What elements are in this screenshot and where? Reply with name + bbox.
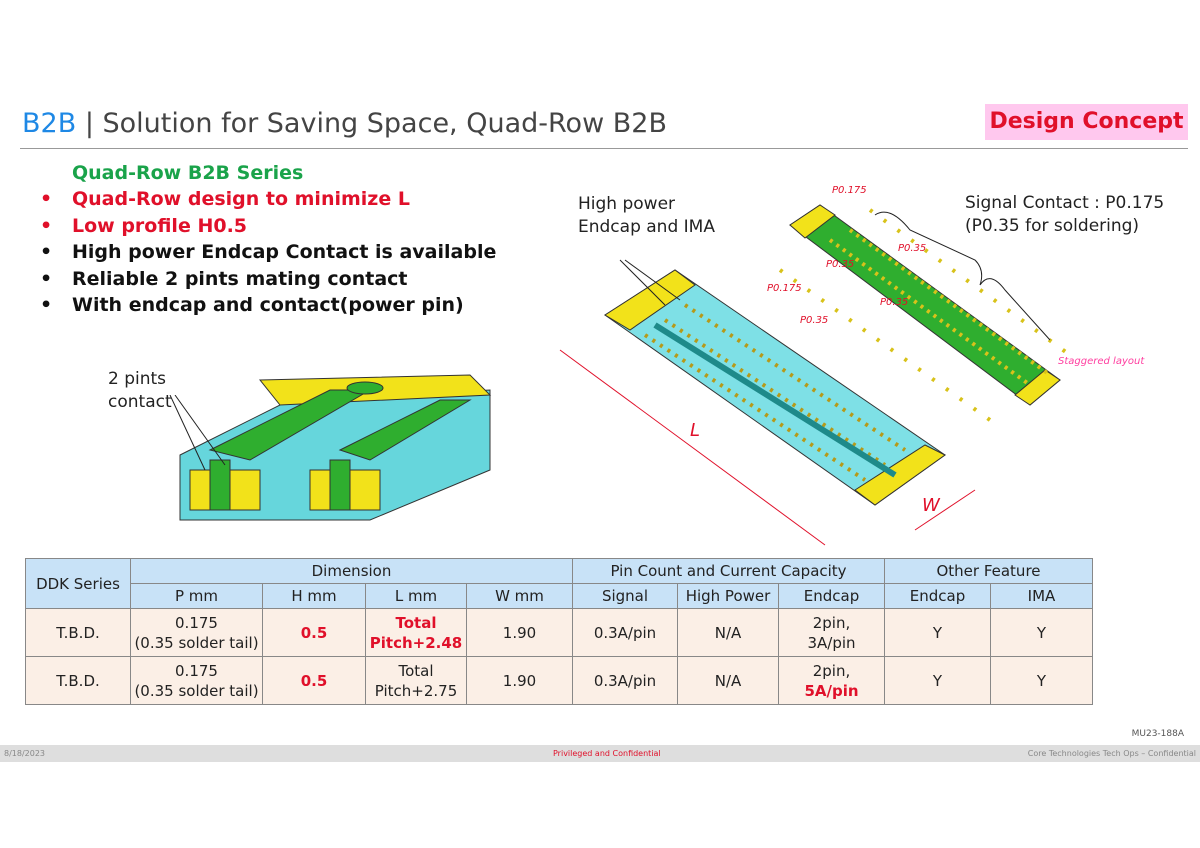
- cell-line: Pitch+2.75: [374, 681, 458, 700]
- footer-confidential: Privileged and Confidential: [553, 749, 661, 758]
- cell-line: 0.175: [175, 613, 218, 632]
- bullet: Quad-Row design to minimize L: [40, 186, 496, 213]
- pitch-label: P0.35: [800, 315, 829, 326]
- cell-line: 2pin,: [812, 613, 851, 632]
- col-header: High Power: [677, 583, 779, 609]
- cell-line: (0.35 solder tail): [134, 681, 259, 700]
- col-header: L mm: [365, 583, 467, 609]
- cell-signal: 0.3A/pin: [572, 608, 678, 657]
- cell-line: Total: [398, 661, 434, 680]
- pitch-label: P0.35: [826, 259, 855, 270]
- cell-line: 2pin,: [812, 661, 851, 680]
- col-header: H mm: [262, 583, 366, 609]
- cell-endcap-current: 2pin,5A/pin: [778, 656, 885, 705]
- cell-line: 5A/pin: [804, 681, 859, 700]
- page-title: B2B | Solution for Saving Space, Quad-Ro…: [22, 108, 667, 139]
- cell-ima: Y: [990, 608, 1093, 657]
- contact-label-line: 2 pints: [108, 369, 167, 389]
- staggered-layout-label: Staggered layout: [1058, 356, 1145, 367]
- title-separator: |: [76, 108, 103, 139]
- endcap-label-line: Endcap and IMA: [578, 217, 715, 237]
- signal-label-line: (P0.35 for soldering): [965, 216, 1140, 236]
- cell-w: 1.90: [466, 656, 573, 705]
- table-row: T.B.D. 0.175(0.35 solder tail) 0.5 Total…: [25, 656, 1093, 705]
- series-heading: Quad-Row B2B Series: [72, 162, 304, 184]
- spec-table: DDK Series Dimension Pin Count and Curre…: [25, 558, 1093, 705]
- cell-ima: Y: [990, 656, 1093, 705]
- contact-label-line: contact: [108, 392, 172, 412]
- cell-line: (0.35 solder tail): [134, 633, 259, 652]
- width-dimension-label: W: [922, 495, 940, 516]
- cell-series: T.B.D.: [25, 656, 131, 705]
- signal-label-line: Signal Contact : P0.175: [965, 193, 1165, 213]
- cell-line: 0.175: [175, 661, 218, 680]
- title-prefix: B2B: [22, 108, 77, 139]
- footer-company: Core Technologies Tech Ops – Confidentia…: [1027, 749, 1196, 758]
- col-header: IMA: [990, 583, 1093, 609]
- header-series: DDK Series: [25, 558, 131, 609]
- cell-endcap: Y: [884, 656, 991, 705]
- length-dimension-label: L: [690, 420, 701, 441]
- footer: 8/18/2023 Privileged and Confidential Co…: [0, 745, 1200, 762]
- cell-w: 1.90: [466, 608, 573, 657]
- callout-lines: [169, 395, 226, 471]
- col-header: W mm: [466, 583, 573, 609]
- contact-label: 2 pints contact: [108, 368, 172, 414]
- pitch-label: P0.35: [880, 297, 909, 308]
- cell-series: T.B.D.: [25, 608, 131, 657]
- col-header: P mm: [130, 583, 263, 609]
- bullet: Low profile H0.5: [40, 213, 496, 240]
- col-header: Endcap: [884, 583, 991, 609]
- signal-contact-image: [778, 204, 1072, 422]
- cell-p: 0.175(0.35 solder tail): [130, 656, 263, 705]
- header-dimension: Dimension: [130, 558, 573, 584]
- title-text: Solution for Saving Space, Quad-Row B2B: [102, 108, 667, 139]
- cell-endcap: Y: [884, 608, 991, 657]
- title-divider: [20, 148, 1188, 149]
- contact-cross-section-image: [179, 374, 492, 521]
- feature-list: Quad-Row design to minimize L Low profil…: [40, 186, 496, 319]
- cell-high-power: N/A: [677, 656, 779, 705]
- pitch-label: P0.175: [767, 283, 802, 294]
- pitch-label: P0.35: [898, 243, 927, 254]
- cell-line: Pitch+2.48: [369, 633, 463, 652]
- cell-h: 0.5: [262, 608, 366, 657]
- design-concept-badge: Design Concept: [985, 104, 1188, 140]
- bullet: With endcap and contact(power pin): [40, 292, 496, 319]
- col-header: Signal: [572, 583, 678, 609]
- bullet: Reliable 2 pints mating contact: [40, 266, 496, 293]
- cell-line: Total: [395, 613, 437, 632]
- cell-high-power: N/A: [677, 608, 779, 657]
- footer-date: 8/18/2023: [4, 749, 46, 758]
- signal-contact-label: Signal Contact : P0.175 (P0.35 for solder…: [965, 192, 1164, 238]
- bullet: High power Endcap Contact is available: [40, 239, 496, 266]
- table-row: T.B.D. 0.175(0.35 solder tail) 0.5 Total…: [25, 608, 1093, 657]
- cell-h: 0.5: [262, 656, 366, 705]
- cell-p: 0.175(0.35 solder tail): [130, 608, 263, 657]
- quad-row-connector-image: [559, 259, 976, 546]
- col-header: Endcap: [778, 583, 885, 609]
- header-other-feature: Other Feature: [884, 558, 1093, 584]
- header-pin-count: Pin Count and Current Capacity: [572, 558, 885, 584]
- cell-signal: 0.3A/pin: [572, 656, 678, 705]
- endcap-label-line: High power: [578, 194, 676, 214]
- document-code: MU23-188A: [1131, 729, 1184, 739]
- cell-line: 3A/pin: [807, 633, 856, 652]
- cell-endcap-current: 2pin,3A/pin: [778, 608, 885, 657]
- pitch-label: P0.175: [832, 185, 867, 196]
